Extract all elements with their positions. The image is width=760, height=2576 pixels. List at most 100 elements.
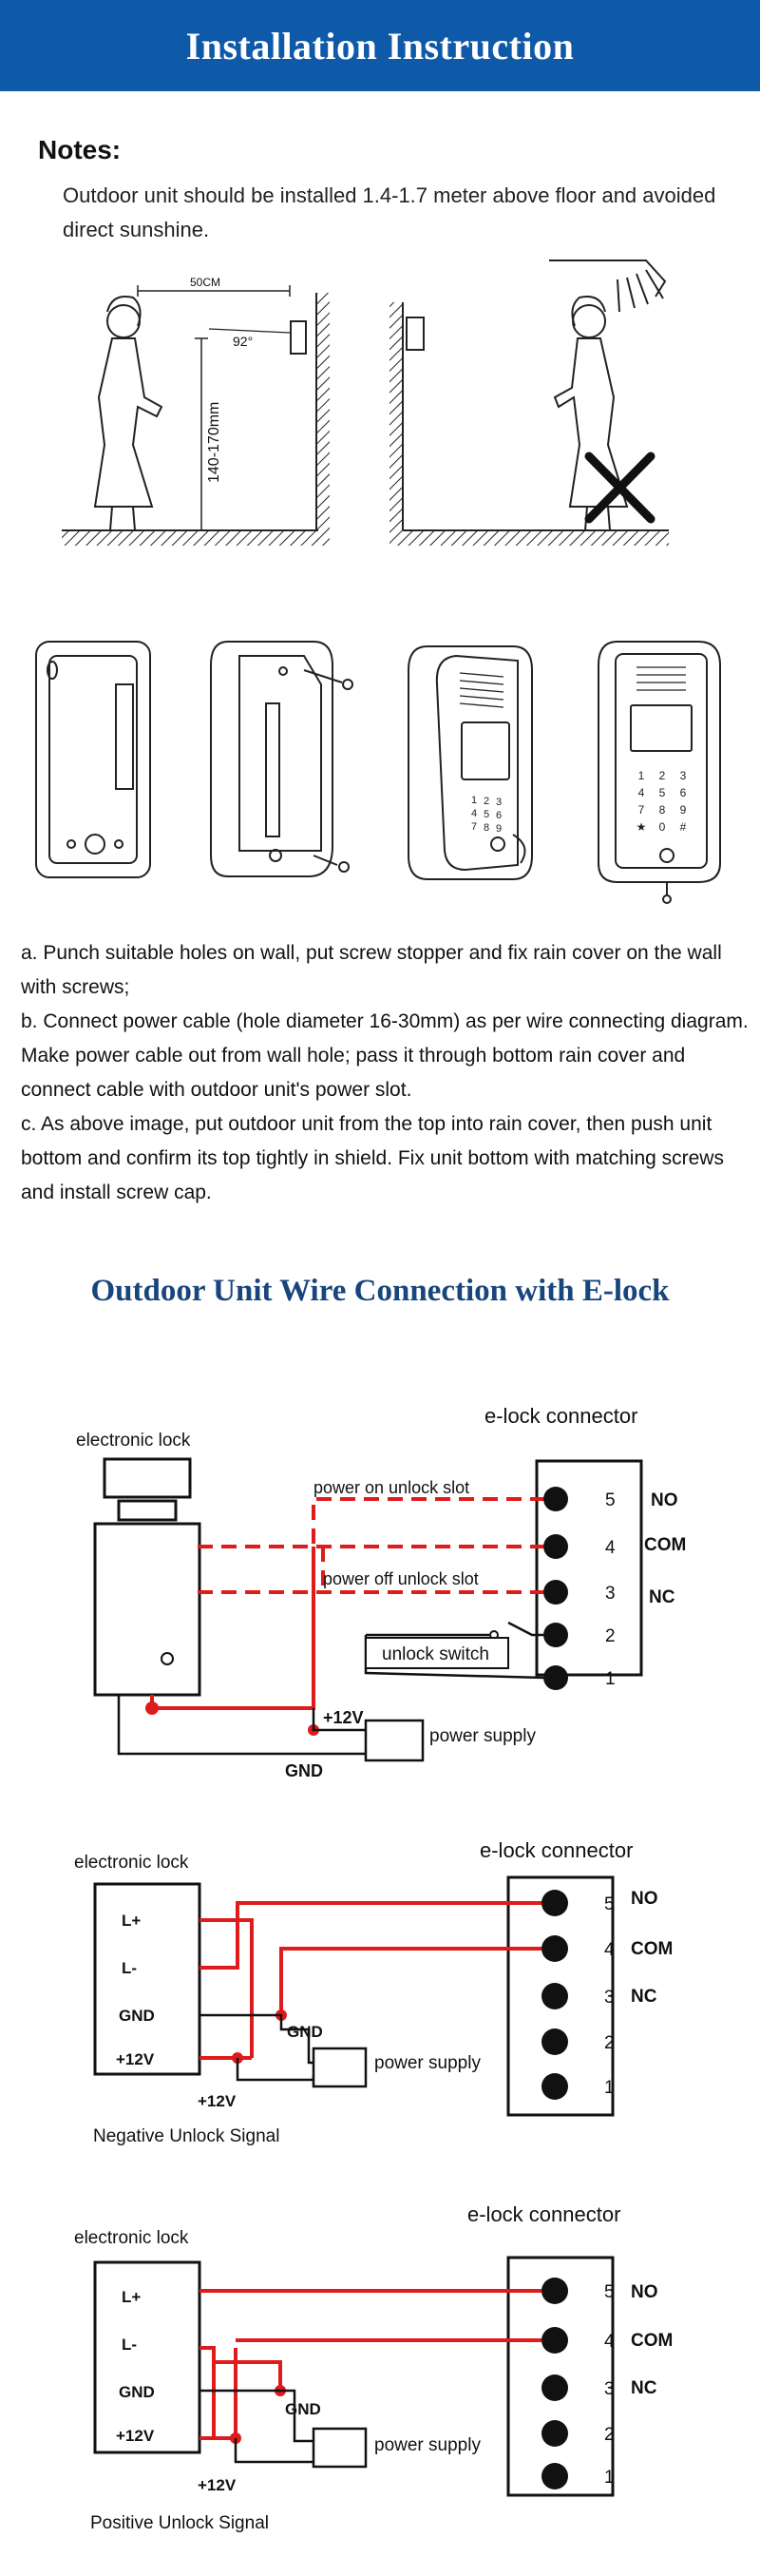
svg-text:COM: COM (644, 1535, 686, 1555)
svg-text:2: 2 (604, 2033, 615, 2053)
svg-text:L+: L+ (122, 2288, 141, 2306)
svg-text:1: 1 (471, 795, 477, 806)
mounting-height-figure: 50CM 92° 140-170mm (62, 260, 669, 546)
svg-text:5: 5 (604, 2282, 615, 2302)
page-title: Installation Instruction (185, 24, 575, 67)
svg-text:L-: L- (122, 2336, 137, 2354)
power-supply-box (312, 2047, 368, 2088)
svg-text:3: 3 (604, 1988, 615, 2008)
angle-label: 92° (233, 334, 253, 349)
svg-text:2: 2 (484, 796, 489, 807)
power-off-label: power off unlock slot (323, 1569, 479, 1588)
svg-text:3: 3 (680, 769, 687, 782)
svg-text:power supply: power supply (374, 2435, 481, 2455)
svg-text:1: 1 (604, 2468, 615, 2488)
svg-text:+12V: +12V (198, 2476, 237, 2494)
rain-cover-front (35, 641, 151, 878)
svg-text:4: 4 (604, 1940, 615, 1960)
notes-text: Outdoor unit should be installed 1.4-1.7… (63, 183, 716, 241)
svg-text:NC: NC (631, 1987, 657, 2007)
power-supply-box (312, 2427, 368, 2469)
svg-text:+12V: +12V (116, 2050, 155, 2068)
svg-text:6: 6 (496, 810, 502, 821)
gnd-label: GND (285, 1761, 323, 1780)
svg-text:7: 7 (638, 803, 645, 817)
svg-text:7: 7 (471, 821, 477, 833)
svg-text:e-lock connector: e-lock connector (480, 1838, 633, 1862)
svg-text:GND: GND (285, 2400, 321, 2418)
floor-right (403, 530, 669, 546)
connector-title: e-lock connector (484, 1404, 637, 1428)
power-supply-label: power supply (429, 1726, 536, 1746)
svg-text:NO: NO (651, 1490, 678, 1510)
svg-text:4: 4 (604, 2332, 615, 2352)
svg-text:3: 3 (604, 2379, 615, 2399)
svg-text:3: 3 (605, 1584, 616, 1604)
svg-text:4: 4 (638, 786, 645, 799)
svg-text:GND: GND (119, 2383, 155, 2401)
svg-text:GND: GND (119, 2007, 155, 2025)
notes-title: Notes: (38, 135, 122, 164)
step-b: b. Connect power cable (hole diameter 16… (21, 1010, 749, 1101)
svg-text:1: 1 (605, 1669, 616, 1689)
wall-right (390, 302, 403, 546)
unit-installed-view (598, 641, 721, 904)
svg-text:5: 5 (605, 1490, 616, 1510)
lock-title: electronic lock (76, 1431, 191, 1451)
svg-text:1: 1 (604, 2078, 615, 2098)
svg-text:L+: L+ (122, 1912, 141, 1930)
svg-text:+12V: +12V (116, 2427, 155, 2445)
svg-text:8: 8 (659, 803, 666, 817)
distance-label: 50CM (190, 276, 220, 289)
svg-text:4: 4 (471, 808, 477, 819)
svg-text:2: 2 (604, 2425, 615, 2445)
header-banner: Installation Instruction (0, 0, 760, 91)
svg-text:3: 3 (496, 797, 502, 808)
rain-cover-side (210, 641, 353, 877)
svg-text:5: 5 (604, 1894, 615, 1914)
svg-text:1: 1 (638, 769, 645, 782)
svg-text:★: ★ (636, 820, 647, 834)
unit-insert-view (408, 645, 533, 880)
step-c: c. As above image, put outdoor unit from… (21, 1113, 724, 1203)
svg-text:NO: NO (631, 2282, 658, 2302)
power-on-label: power on unlock slot (314, 1478, 469, 1497)
svg-text:8: 8 (484, 822, 489, 834)
lock-strike (103, 1457, 192, 1499)
svg-text:NC: NC (631, 2378, 657, 2398)
svg-text:5: 5 (484, 809, 489, 820)
caption-negative: Negative Unlock Signal (93, 2126, 279, 2146)
power-supply-box (364, 1719, 425, 1762)
unlock-switch-box (365, 1637, 509, 1669)
cross-mark-icon (584, 452, 656, 524)
svg-text:9: 9 (680, 803, 687, 817)
caption-positive: Positive Unlock Signal (90, 2513, 269, 2533)
svg-text:power supply: power supply (374, 2053, 481, 2073)
svg-text:COM: COM (631, 2331, 673, 2351)
lock-body (93, 1522, 201, 1697)
svg-text:4: 4 (605, 1538, 616, 1558)
wiring-diagram-3: e-lock connector electronic lock L+ L- G… (74, 2202, 673, 2533)
plus12-label: +12V (323, 1708, 364, 1727)
wiring-diagram-1: e-lock connector electronic lock 5 4 3 2… (76, 1404, 686, 1780)
installation-steps: a. Punch suitable holes on wall, put scr… (21, 936, 752, 1210)
svg-text:0: 0 (659, 820, 666, 834)
svg-text:2: 2 (659, 769, 666, 782)
wall-left (316, 293, 330, 546)
svg-text:NO: NO (631, 1889, 658, 1909)
svg-text:COM: COM (631, 1939, 673, 1959)
door-unit-left (290, 320, 307, 355)
svg-text:electronic lock: electronic lock (74, 2228, 189, 2248)
lock-body (93, 1882, 201, 2076)
height-label: 140-170mm (206, 402, 222, 483)
svg-text:9: 9 (496, 823, 502, 835)
floor-left (62, 530, 318, 546)
svg-text:L-: L- (122, 1959, 137, 1977)
door-unit-right (406, 317, 425, 351)
section-title-wiring: Outdoor Unit Wire Connection with E-lock (90, 1274, 670, 1308)
svg-text:5: 5 (659, 786, 666, 799)
svg-text:e-lock connector: e-lock connector (467, 2202, 620, 2226)
svg-text:GND: GND (287, 2023, 323, 2041)
svg-text:+12V: +12V (198, 2092, 237, 2110)
